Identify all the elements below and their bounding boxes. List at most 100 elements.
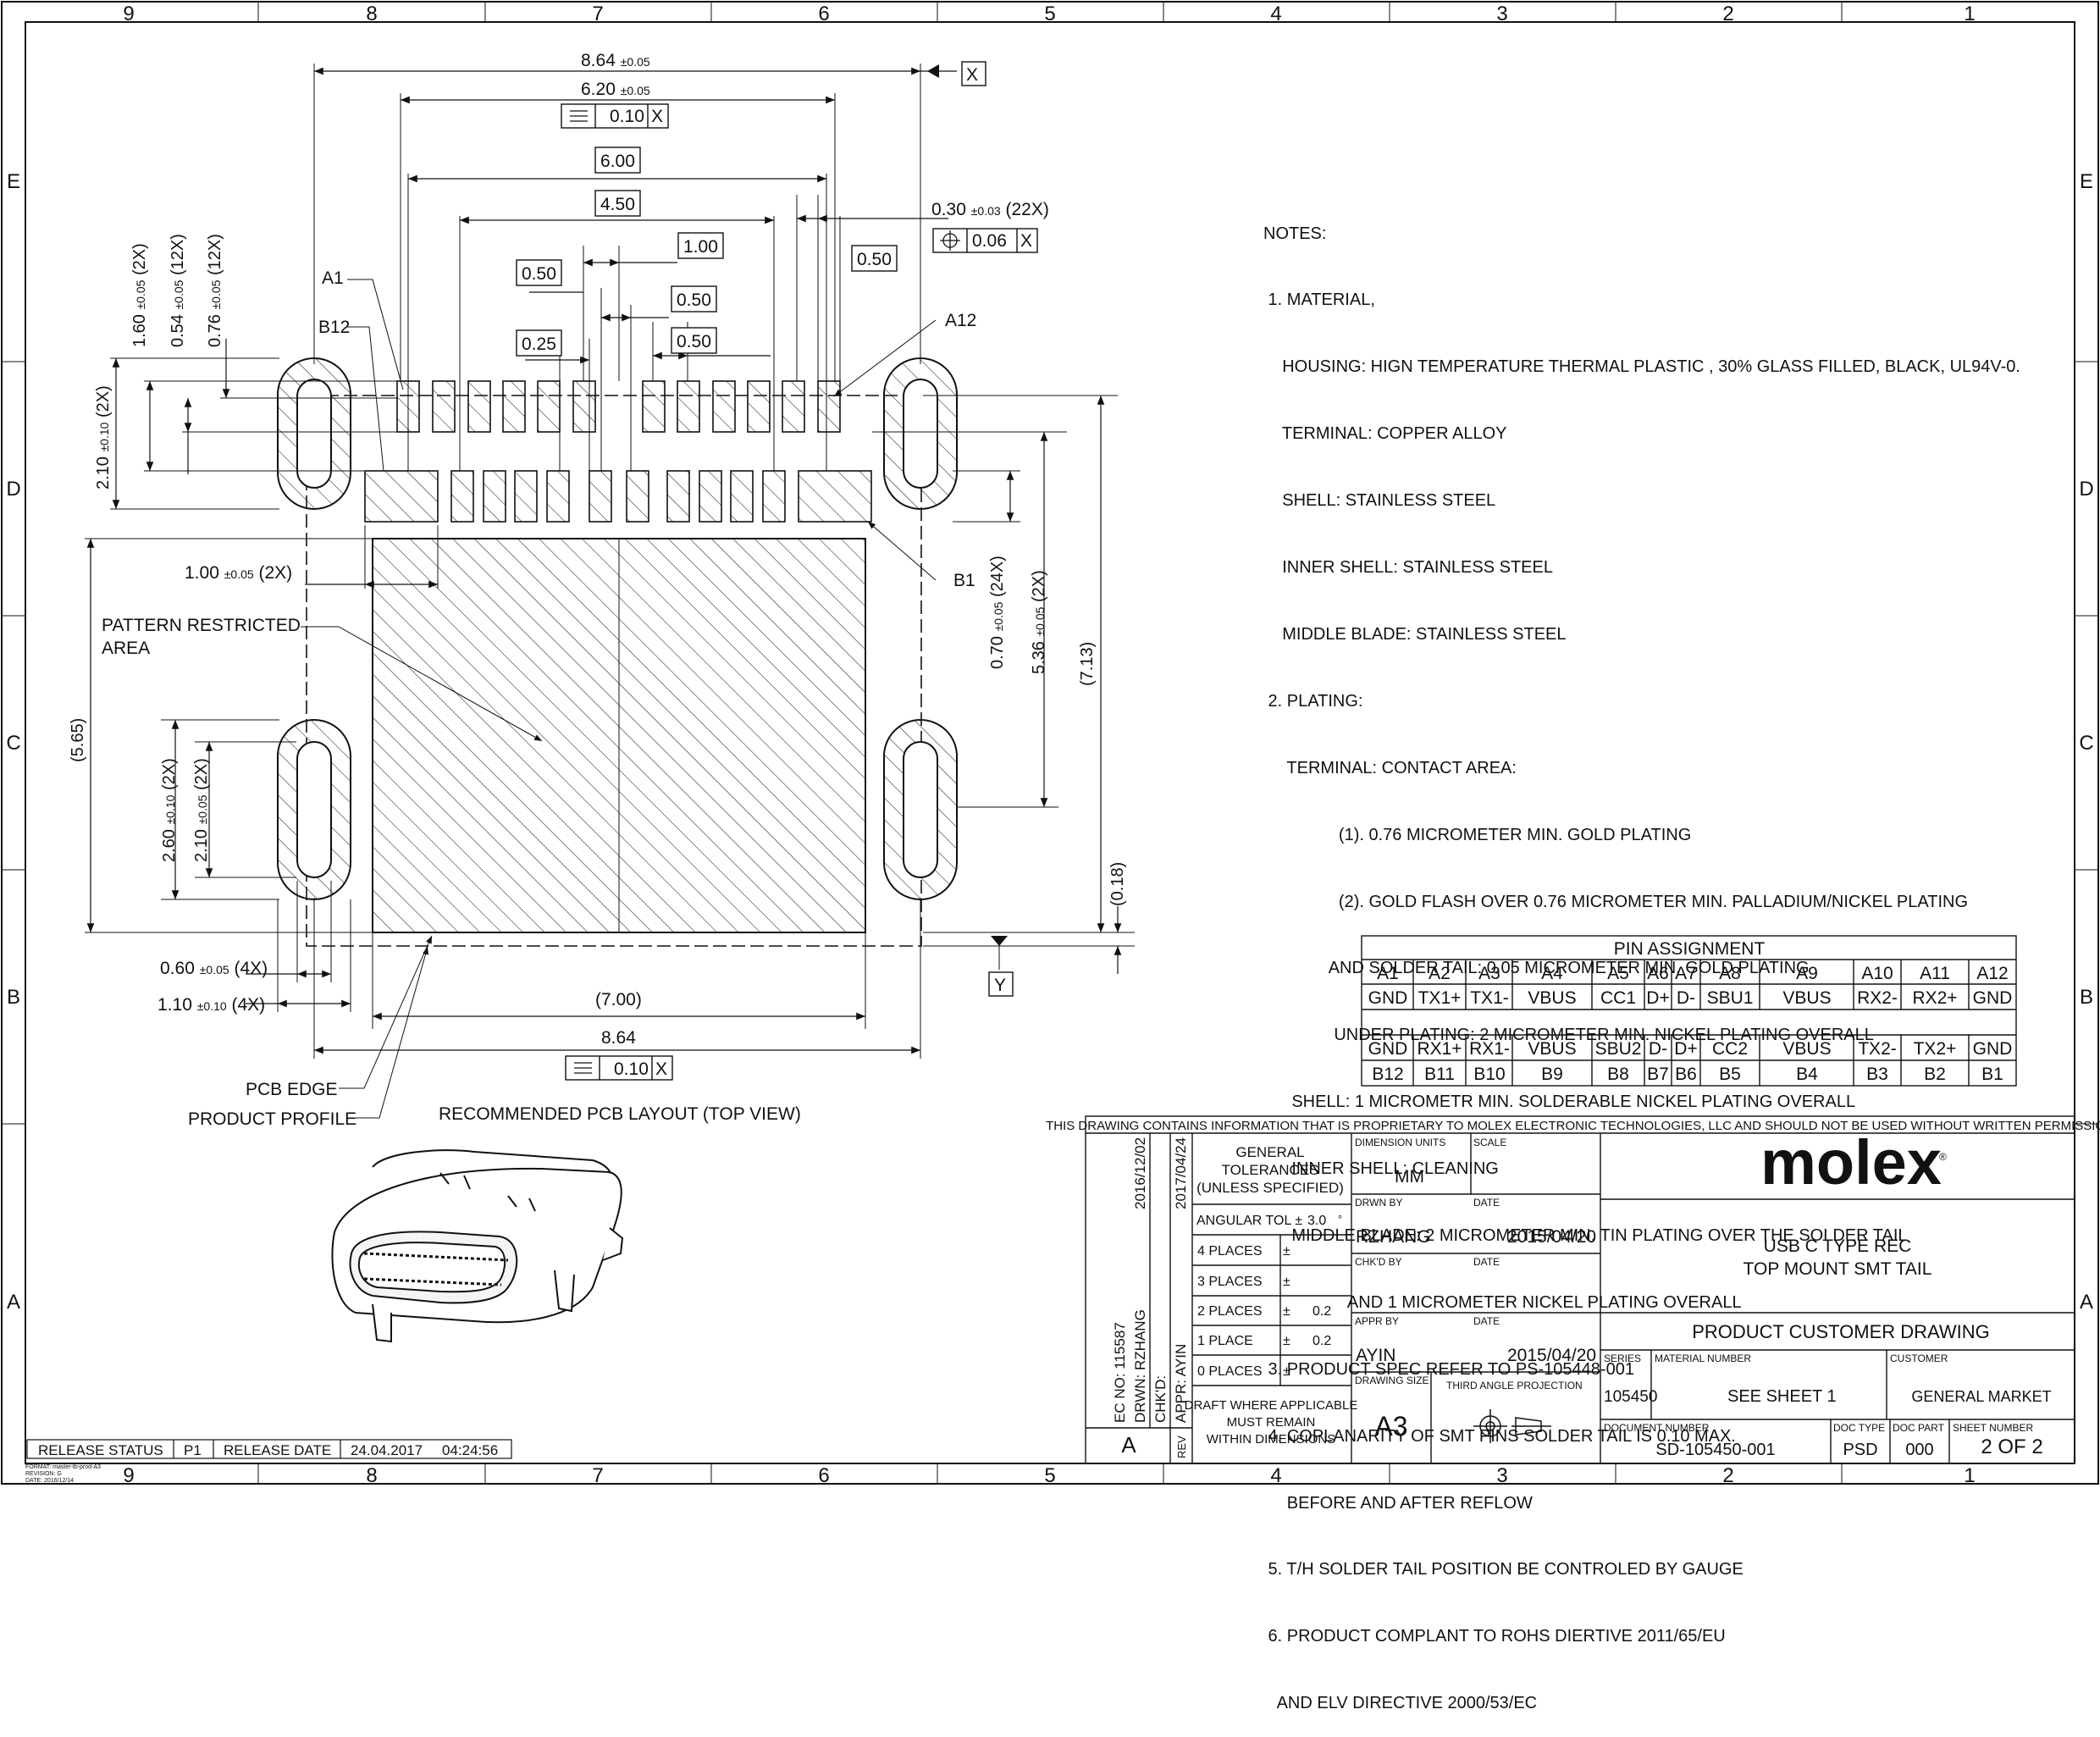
pin-cell: A3 bbox=[1478, 964, 1500, 983]
basic-dim-450 bbox=[594, 190, 641, 217]
dim-1-60: 1.60 bbox=[130, 314, 149, 347]
svg-text:0.70 ±0.05 (24X): 0.70 ±0.05 (24X) bbox=[988, 556, 1007, 669]
dim-0-50: 0.50 bbox=[677, 332, 711, 351]
fcf-value: 0.06 bbox=[972, 231, 1007, 251]
fcf-datum: X bbox=[651, 107, 663, 126]
sheet-number-label: SHEET NUMBER bbox=[1953, 1422, 2033, 1434]
drawing-canvas: 9 8 7 6 5 4 3 2 1 9 8 7 6 5 4 3 2 1 E D … bbox=[1, 1, 2100, 1487]
pm-symbol: ± bbox=[1283, 1334, 1290, 1348]
pin-cell: B11 bbox=[1424, 1065, 1455, 1084]
notes-line: TERMINAL: COPPER ALLOY bbox=[1263, 424, 1507, 444]
projection-label: THIRD ANGLE PROJECTION bbox=[1446, 1380, 1583, 1391]
basic-dim-050-a bbox=[516, 259, 562, 286]
pattern-restricted-label-2: AREA bbox=[102, 639, 150, 658]
notes-line: AND ELV DIRECTIVE 2000/53/EC bbox=[1263, 1694, 1538, 1713]
rev-value: A bbox=[1121, 1432, 1136, 1458]
signal-cell: RX2+ bbox=[1912, 988, 1957, 1008]
dimension-lines bbox=[86, 67, 1122, 1054]
qty: (2X) bbox=[160, 758, 179, 790]
qty: (4X) bbox=[235, 959, 268, 978]
dim-0-50: 0.50 bbox=[857, 250, 892, 269]
tolerances-title: GENERAL bbox=[1235, 1144, 1304, 1160]
ec-number: EC NO: 115587 bbox=[1112, 1322, 1128, 1423]
notes-line: HOUSING: HIGN TEMPERATURE THERMAL PLASTI… bbox=[1263, 357, 2020, 377]
notes-line: 1. MATERIAL, bbox=[1263, 290, 1375, 310]
zone-number-top: 5 bbox=[1044, 3, 1055, 25]
signal-cell: RX2- bbox=[1857, 988, 1898, 1008]
tol: ±0.03 bbox=[971, 204, 1001, 218]
svg-text:0.54 ±0.05 (12X): 0.54 ±0.05 (12X) bbox=[169, 234, 187, 347]
rev-date-2: 2017/04/24 bbox=[1173, 1137, 1189, 1209]
dim-7-13: (7.13) bbox=[1078, 642, 1097, 686]
rev-label: REV bbox=[1175, 1436, 1188, 1458]
document-number-label: DOCUMENT NUMBER bbox=[1604, 1422, 1710, 1434]
basic-dim-025 bbox=[516, 329, 562, 357]
document-number-value: SD-105450-001 bbox=[1655, 1441, 1775, 1459]
notes-line: SHELL: 1 MICROMETR MIN. SOLDERABLE NICKE… bbox=[1263, 1093, 1856, 1112]
pin-cell: A1 bbox=[1377, 964, 1399, 983]
datum-x-label: X bbox=[966, 65, 978, 85]
notes-line: INNER SHELL: STAINLESS STEEL bbox=[1263, 558, 1553, 578]
dim-1-00: 1.00 bbox=[683, 237, 718, 257]
date-label: DATE bbox=[1473, 1315, 1500, 1327]
qty: (4X) bbox=[232, 995, 266, 1015]
zone-number-bottom: 8 bbox=[366, 1464, 377, 1485]
qty: (24X) bbox=[988, 556, 1007, 597]
degree-symbol: ° bbox=[1338, 1213, 1342, 1225]
notes-line: MIDDLE BLADE: STAINLESS STEEL bbox=[1263, 624, 1567, 644]
format-info: REVISION: G bbox=[25, 1471, 62, 1477]
zone-number-top: 6 bbox=[818, 3, 829, 25]
dim-2-60: 2.60 bbox=[160, 829, 179, 862]
tol: ±0.05 bbox=[200, 963, 229, 976]
signal-cell: VBUS bbox=[1528, 988, 1576, 1008]
pin-cell: B1 bbox=[1981, 1065, 2003, 1084]
dim-6-00: 6.00 bbox=[600, 152, 635, 171]
notes-line: AND SOLDER TAIL: 0.05 MICROMETER MIN. GO… bbox=[1263, 959, 1810, 978]
connector-isometric-image bbox=[331, 1149, 624, 1343]
drawn-date-value: 2015/04/20 bbox=[1507, 1227, 1596, 1247]
zone-number-top: 3 bbox=[1496, 3, 1507, 25]
zone-number-bottom: 1 bbox=[1964, 1464, 1975, 1485]
tol-places: 0 PLACES bbox=[1197, 1364, 1262, 1379]
tol: ±0.05 bbox=[1033, 606, 1047, 636]
date-label: DATE bbox=[1473, 1197, 1500, 1209]
date-label: DATE bbox=[1473, 1256, 1500, 1268]
product-profile-label: PRODUCT PROFILE bbox=[188, 1109, 356, 1129]
zone-letter-right: E bbox=[2080, 170, 2093, 193]
dim-0-76: 0.76 bbox=[206, 314, 224, 347]
pin-cell: B12 bbox=[1372, 1065, 1403, 1084]
tol-places: 2 PLACES bbox=[1197, 1304, 1262, 1319]
dim-0-54: 0.54 bbox=[169, 314, 187, 347]
tolerances-title: (UNLESS SPECIFIED) bbox=[1196, 1180, 1344, 1196]
pin-cell: A11 bbox=[1920, 964, 1950, 983]
signal-cell: GND bbox=[1973, 988, 2013, 1008]
zone-letter-left: E bbox=[7, 170, 20, 193]
material-number-value: SEE SHEET 1 bbox=[1727, 1387, 1837, 1406]
doc-part-value: 000 bbox=[1905, 1441, 1933, 1459]
zone-number-top: 8 bbox=[366, 3, 377, 25]
dim-7-00: (7.00) bbox=[595, 990, 642, 1010]
drawing-size-label: DRAWING SIZE bbox=[1355, 1375, 1429, 1386]
checked-rev: CHK'D: bbox=[1152, 1375, 1169, 1423]
datum-y-label: Y bbox=[994, 976, 1006, 995]
chkd-by-label: CHK'D BY bbox=[1355, 1256, 1402, 1268]
dim-0-50: 0.50 bbox=[677, 290, 711, 310]
signal-cell: TX2- bbox=[1858, 1039, 1897, 1059]
svg-text:8.64 ±0.05: 8.64 ±0.05 bbox=[581, 51, 650, 70]
signal-cell: SBU2 bbox=[1595, 1039, 1642, 1059]
pin-cell: A8 bbox=[1719, 964, 1741, 983]
tol: ±0.10 bbox=[197, 999, 227, 1013]
datum-x-box bbox=[961, 61, 986, 86]
notes-line: INNER SHELL: CLEANING bbox=[1263, 1159, 1499, 1179]
tol: ±0.05 bbox=[621, 84, 650, 97]
zone-number-bottom: 2 bbox=[1722, 1464, 1733, 1485]
dim-8-64-bottom: 8.64 bbox=[601, 1028, 636, 1048]
pm-symbol: ± bbox=[1283, 1244, 1290, 1258]
tol: ±0.05 bbox=[621, 55, 650, 69]
basic-dim-050-b bbox=[671, 285, 717, 313]
notes-line: NOTES: bbox=[1263, 224, 1327, 243]
notes-line: 6. PRODUCT COMPLANT TO ROHS DIERTIVE 201… bbox=[1263, 1627, 1726, 1646]
leader-lines bbox=[301, 279, 937, 1119]
drwn-by-label: DRWN BY bbox=[1355, 1197, 1402, 1209]
signal-cell: VBUS bbox=[1782, 1039, 1831, 1059]
